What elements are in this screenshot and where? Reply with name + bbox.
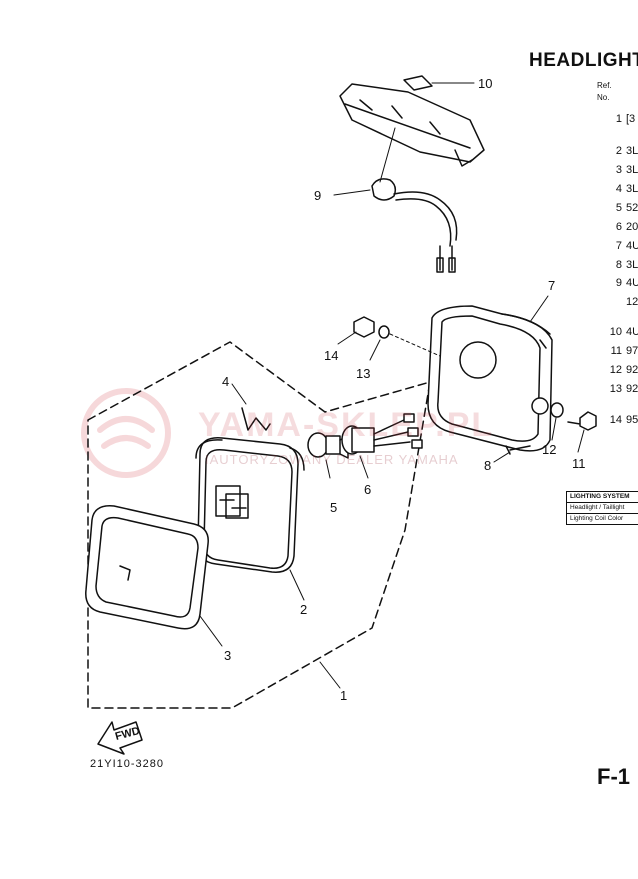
sheet-code: F-1 xyxy=(597,764,630,789)
housing-7 xyxy=(427,305,553,452)
callout-6: 6 xyxy=(364,482,371,497)
watermark-text: YAMA-SKLEP.PL xyxy=(198,406,495,444)
bolt-11 xyxy=(567,411,597,431)
assembly-outline xyxy=(87,341,431,709)
callout-2: 2 xyxy=(300,602,307,617)
washer-13 xyxy=(378,325,390,339)
ref-column-header: Ref. No. xyxy=(597,80,612,104)
socket-9 xyxy=(371,178,458,273)
parts-row: 1[3 xyxy=(615,113,636,125)
callout-4: 4 xyxy=(222,374,229,389)
watermark-logo xyxy=(81,388,171,478)
fwd-arrow xyxy=(97,721,143,755)
callout-9: 9 xyxy=(314,188,321,203)
socket-6 xyxy=(341,413,423,455)
clip-4 xyxy=(241,407,271,431)
lighting-system-row: Headlight / Taillight xyxy=(567,503,638,514)
page-title: HEADLIGHT xyxy=(529,50,638,71)
callout-14: 14 xyxy=(324,348,338,363)
callout-5: 5 xyxy=(330,500,337,515)
ref-label: Ref. xyxy=(597,81,612,90)
callout-8: 8 xyxy=(484,458,491,473)
callout-11: 11 xyxy=(572,456,586,471)
callout-13: 13 xyxy=(356,366,370,381)
no-label: No. xyxy=(597,93,610,102)
callout-12: 12 xyxy=(542,442,556,457)
callout-7: 7 xyxy=(548,278,555,293)
lighting-system-box: LIGHTING SYSTEM Headlight / Taillight Li… xyxy=(566,491,638,525)
lighting-system-row: Lighting Coil Color xyxy=(570,515,624,522)
diagram-code: 21YI10-3280 xyxy=(90,758,164,770)
parts-row: 12 xyxy=(626,296,638,308)
watermark-subtext: IAUTORYZOWANY DEALER YAMAHA xyxy=(205,452,459,467)
mounting-bracket xyxy=(339,83,485,167)
nut-14 xyxy=(353,316,375,338)
rim-3 xyxy=(85,505,209,630)
washer-12 xyxy=(550,402,564,418)
callout-3: 3 xyxy=(224,648,231,663)
plate-10 xyxy=(403,75,433,91)
lighting-system-heading: LIGHTING SYSTEM xyxy=(567,492,638,503)
callout-10: 10 xyxy=(478,76,492,91)
callout-1: 1 xyxy=(340,688,347,703)
